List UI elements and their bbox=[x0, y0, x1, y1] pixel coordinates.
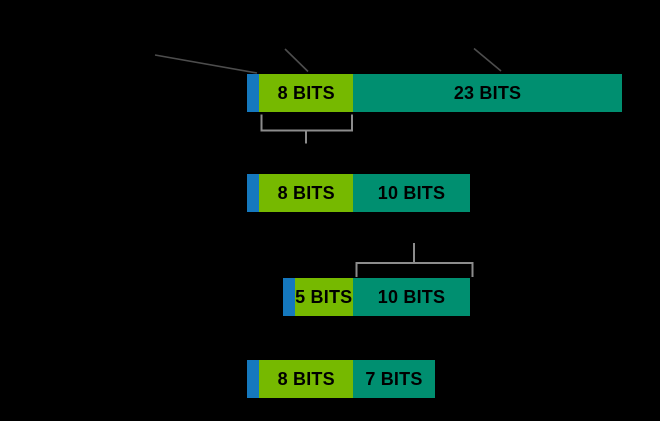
sign-segment bbox=[282, 278, 295, 316]
sign-segment bbox=[247, 174, 260, 212]
exponent-segment: 8 BITS bbox=[259, 74, 353, 112]
leader-line-mantissa bbox=[473, 47, 502, 72]
leader-line-sign bbox=[154, 54, 258, 74]
mantissa-segment: 7 BITS bbox=[352, 360, 435, 398]
sign-segment bbox=[247, 360, 260, 398]
exponent-segment: 8 BITS bbox=[259, 174, 353, 212]
mantissa-segment: 10 BITS bbox=[352, 174, 470, 212]
leader-line-exponent bbox=[284, 48, 309, 73]
sign-segment bbox=[247, 74, 260, 112]
exponent-segment: 5 BITS bbox=[294, 278, 353, 316]
mantissa-segment: 10 BITS bbox=[353, 278, 470, 316]
exponent-segment: 8 BITS bbox=[259, 360, 353, 398]
mantissa-segment: 23 BITS bbox=[352, 74, 623, 112]
brace-mantissa-group bbox=[355, 262, 474, 277]
brace-exponent-group bbox=[260, 114, 353, 132]
